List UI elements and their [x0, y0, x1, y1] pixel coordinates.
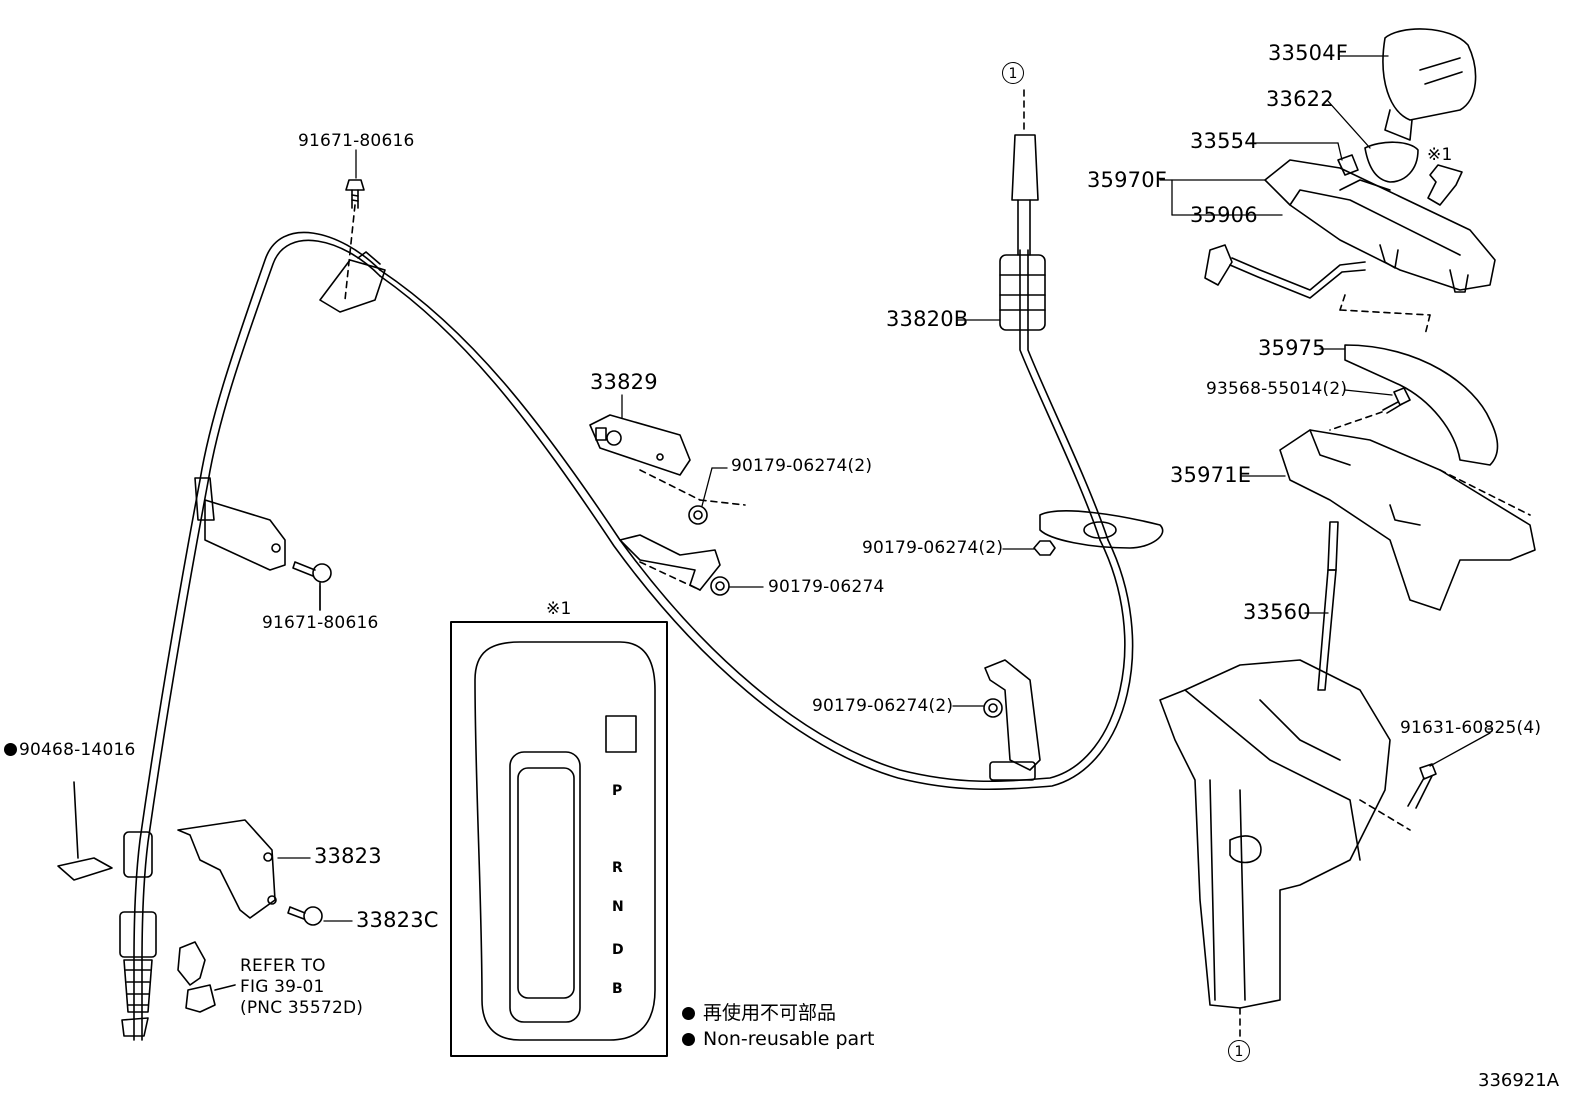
label-35975: 35975: [1258, 336, 1326, 360]
cable-end-bracket: [619, 534, 721, 591]
nut-90179-a: [688, 505, 708, 525]
label-33504f: 33504F: [1268, 41, 1349, 65]
gear-n-label: N: [612, 899, 624, 915]
callout-1-bottom: 1: [1228, 1040, 1250, 1062]
label-35970f: 35970F: [1087, 168, 1168, 192]
label-90179-c: 90179-06274(2): [862, 538, 1004, 558]
figure-id: 336921A: [1478, 1070, 1560, 1091]
label-33823c: 33823C: [356, 908, 439, 932]
label-91671-mid: 91671-80616: [262, 613, 379, 633]
label-90179-b: 90179-06274: [768, 577, 885, 597]
bolt-33823c: [287, 906, 323, 926]
cable-lower-end: [119, 831, 157, 1037]
bracket-35971e: [1279, 429, 1536, 611]
bolt-91631: [1407, 763, 1437, 809]
note-mark-panel: ※1: [546, 599, 572, 619]
label-33820b: 33820B: [886, 307, 969, 331]
cable-grommet: [1039, 510, 1164, 549]
bracket-33823: [177, 819, 277, 919]
nut-90179-b: [710, 576, 730, 596]
label-33823: 33823: [314, 844, 382, 868]
bolt-91671-mid: [292, 561, 332, 611]
label-33560: 33560: [1243, 600, 1311, 624]
legend-en: Non-reusable part: [682, 1030, 874, 1049]
label-35906: 35906: [1190, 203, 1258, 227]
label-93568: 93568-55014(2): [1206, 379, 1348, 399]
gear-p-label: P: [612, 783, 623, 799]
callout-1-top: 1: [1002, 62, 1024, 84]
gear-d-label: D: [612, 942, 624, 958]
bolt-91671-top: [345, 179, 365, 209]
gear-b-label: B: [612, 981, 623, 997]
clip-90468: [57, 781, 113, 881]
clip-33554: [1337, 154, 1359, 176]
bolt-93568: [1329, 387, 1411, 431]
indicator-housing-35970f: [1264, 159, 1496, 293]
leader-lines: [277, 55, 1493, 922]
label-90179-d: 90179-06274(2): [812, 696, 954, 716]
non-reusable-dot-icon: [682, 1007, 695, 1020]
shift-knob-33504f: [1382, 28, 1477, 141]
cable-33820b: [999, 89, 1109, 541]
nut-90179-d: [983, 698, 1003, 718]
refer-note-line1: REFER TO: [240, 956, 326, 976]
bracket-33829: [589, 414, 746, 506]
refer-note-line2: FIG 39-01: [240, 977, 325, 997]
view-arrow: [1427, 164, 1463, 206]
indicator-panel-detail: [450, 621, 668, 1057]
non-reusable-dot-icon: [4, 743, 17, 756]
label-33622: 33622: [1266, 87, 1334, 111]
shift-boot-33622: [1364, 141, 1419, 183]
label-91631: 91631-60825(4): [1400, 718, 1542, 738]
label-91671-top: 91671-80616: [298, 131, 415, 151]
label-35971e: 35971E: [1170, 463, 1252, 487]
refer-note-line3: (PNC 35572D): [240, 998, 364, 1018]
nut-90179-c: [1033, 540, 1056, 556]
label-90468: 90468-14016: [4, 742, 136, 759]
gear-r-label: R: [612, 860, 623, 876]
label-33829: 33829: [590, 370, 658, 394]
shift-lever-33560: [1317, 521, 1339, 691]
shift-cable: [133, 231, 1134, 1041]
legend-jp: 再使用不可部品: [682, 1004, 836, 1023]
cable-support-bracket: [984, 659, 1041, 781]
shifter-base-assembly: [1159, 659, 1411, 1041]
parking-lock-connector: [177, 941, 236, 1013]
wire-harness-35906: [1204, 244, 1431, 336]
cable-clamp-bracket: [194, 477, 286, 571]
dust-cover-35975: [1344, 344, 1499, 466]
label-90179-a: 90179-06274(2): [731, 456, 873, 476]
label-33554: 33554: [1190, 129, 1258, 153]
non-reusable-dot-icon: [682, 1033, 695, 1046]
upper-bracket: [319, 204, 386, 313]
note-mark-arrow: ※1: [1427, 145, 1453, 165]
